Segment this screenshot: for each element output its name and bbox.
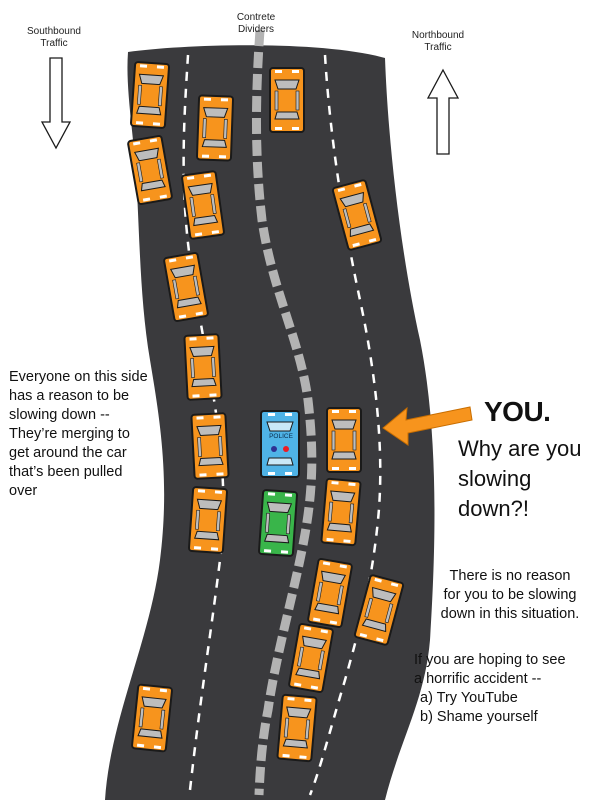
left-note: Everyone on this side has a reason to be… <box>9 369 148 499</box>
lane-line-left <box>182 54 225 791</box>
concrete-divider <box>251 29 317 796</box>
pointer-arrow-icon <box>382 406 473 446</box>
hoping-option-b: b) Shame yourself <box>420 709 538 725</box>
green-car <box>257 488 299 558</box>
car <box>269 67 305 133</box>
car <box>190 412 230 480</box>
lane-line-right <box>308 54 382 796</box>
police-car <box>260 410 300 478</box>
police-text: POLICE <box>269 433 294 440</box>
hoping-note: If you are hoping to see a horrific acci… <box>414 651 566 727</box>
northbound-label: Northbound Traffic <box>411 30 465 53</box>
dividers-label: Contrete Dividers <box>236 12 276 35</box>
car <box>187 485 229 555</box>
car <box>183 333 223 401</box>
car <box>129 60 171 130</box>
car <box>276 693 318 763</box>
car <box>130 683 174 753</box>
hoping-intro: If you are hoping to see a horrific acci… <box>414 652 566 687</box>
you-question: Why are you slowing down?! <box>458 436 582 521</box>
your-car <box>326 407 362 473</box>
car <box>195 94 235 162</box>
no-reason-note: There is no reason for you to be slowing… <box>440 568 580 622</box>
down-arrow-icon <box>40 57 72 150</box>
car <box>320 477 362 547</box>
you-title: YOU. <box>484 396 551 427</box>
southbound-label: Southbound Traffic <box>27 26 81 49</box>
hoping-option-a: a) Try YouTube <box>420 690 518 706</box>
up-arrow-icon <box>426 68 460 155</box>
